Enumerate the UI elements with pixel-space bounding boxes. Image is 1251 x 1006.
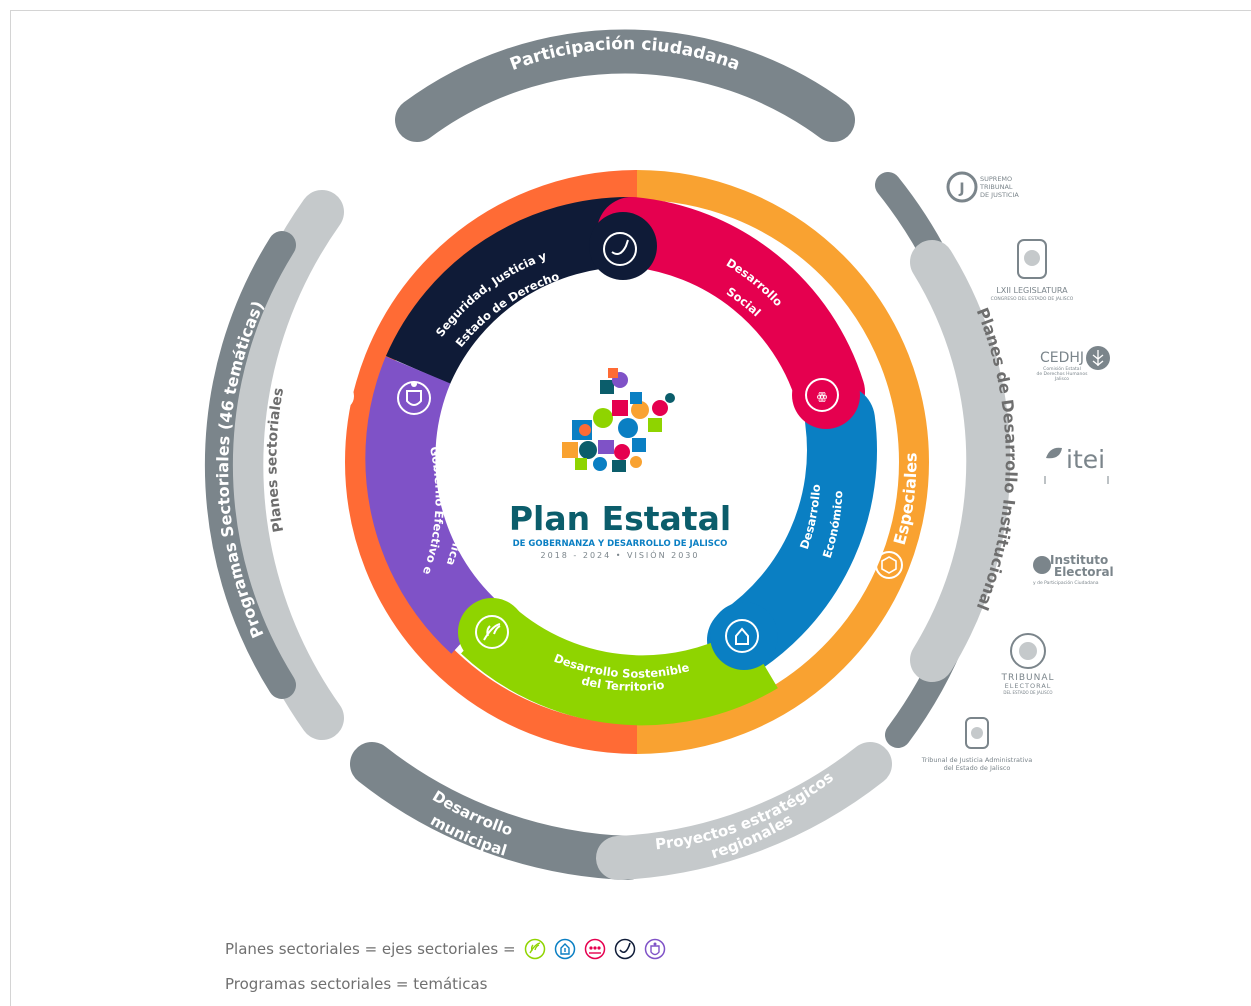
supremo-tribunal-icon bbox=[946, 171, 978, 203]
svg-text:TRIBUNAL: TRIBUNAL bbox=[979, 183, 1013, 191]
svg-text:Tribunal de Justicia Administr: Tribunal de Justicia Administrativa bbox=[921, 756, 1032, 764]
svg-text:ELECTORAL: ELECTORAL bbox=[1005, 682, 1052, 690]
tja-logo: Tribunal de Justicia Administrativa del … bbox=[921, 717, 1032, 772]
territorio-icon bbox=[475, 615, 509, 649]
itei-leaf-icon bbox=[1046, 447, 1062, 459]
tribunal-electoral-logo: TRIBUNAL ELECTORAL DEL ESTADO DE JALISCO bbox=[1000, 633, 1054, 695]
svg-text:J: J bbox=[958, 181, 964, 197]
svg-text:Jalisco: Jalisco bbox=[1054, 376, 1069, 382]
svg-text:TRIBUNAL: TRIBUNAL bbox=[1000, 673, 1054, 683]
plan-estatal-title: Plan Estatal bbox=[509, 499, 731, 538]
svg-text:CONGRESO DEL ESTADO DE JALISCO: CONGRESO DEL ESTADO DE JALISCO bbox=[991, 296, 1074, 302]
social-legend-icon bbox=[584, 938, 605, 960]
label-planes-sectoriales: Planes sectoriales bbox=[264, 386, 287, 533]
gobierno-legend-icon bbox=[644, 938, 665, 960]
legend-text-programas: Programas sectoriales = temáticas bbox=[225, 975, 488, 993]
svg-text:Comisión Estatal: Comisión Estatal bbox=[1043, 365, 1081, 372]
arc-planes-sectoriales bbox=[204, 231, 296, 699]
ring-transversales bbox=[345, 170, 638, 754]
svg-text:Electoral: Electoral bbox=[1054, 565, 1114, 579]
axis-caps: ꙮ ✽ bbox=[326, 212, 903, 670]
svg-text:del Estado de Jalisco: del Estado de Jalisco bbox=[944, 764, 1011, 772]
territorio-legend-icon bbox=[524, 938, 545, 960]
svg-text:✽: ✽ bbox=[334, 389, 346, 405]
cedhj-logo: CEDHJ Comisión Estatal de Derechos Human… bbox=[1037, 346, 1110, 382]
axis-social-arc bbox=[597, 197, 865, 427]
diagram-frame bbox=[10, 10, 1251, 1006]
arc-programas-sectoriales bbox=[219, 190, 344, 740]
arc-planes-institucional-light bbox=[910, 240, 1011, 682]
svg-text:Instituto: Instituto bbox=[1050, 553, 1108, 567]
seguridad-legend-icon bbox=[614, 938, 635, 960]
iepc-logo: Instituto Electoral y de Participación C… bbox=[1033, 553, 1114, 586]
especiales-icon bbox=[875, 551, 903, 579]
legend-line-1: Planes sectoriales = ejes sectoriales = bbox=[225, 938, 666, 960]
institution-logos: J SUPREMO TRIBUNAL DE JUSTICIA LXII LEGI… bbox=[921, 171, 1114, 772]
legend-line-2: Programas sectoriales = temáticas bbox=[225, 975, 487, 993]
plan-estatal-years: 2018 - 2024 • VISIÓN 2030 bbox=[541, 549, 700, 560]
svg-text:ꙮ: ꙮ bbox=[817, 390, 828, 403]
seguridad-icon bbox=[603, 232, 637, 266]
svg-text:DE JUSTICIA: DE JUSTICIA bbox=[980, 191, 1019, 199]
svg-text:y de Participación Ciudadana: y de Participación Ciudadana bbox=[1033, 579, 1099, 586]
svg-text:DEL ESTADO DE JALISCO: DEL ESTADO DE JALISCO bbox=[1003, 690, 1052, 695]
arc-proyectos-estrategicos bbox=[596, 742, 892, 880]
outer-arcs bbox=[204, 29, 1011, 880]
arc-desarrollo-municipal bbox=[350, 742, 650, 880]
plan-estatal-subtitle: DE GOBERNANZA Y DESARROLLO DE JALISCO bbox=[513, 539, 728, 549]
svg-text:SUPREMO: SUPREMO bbox=[980, 175, 1012, 183]
transversales-icon bbox=[326, 382, 354, 410]
legislatura-logo: LXII LEGISLATURA CONGRESO DEL ESTADO DE … bbox=[991, 239, 1074, 302]
ring-especiales bbox=[636, 170, 929, 754]
svg-text:de Derechos Humanos: de Derechos Humanos bbox=[1037, 371, 1089, 377]
legislatura-seal-icon bbox=[1017, 239, 1047, 279]
ring-outer bbox=[345, 170, 929, 754]
economico-icon bbox=[725, 619, 759, 653]
iepc-icon bbox=[1033, 556, 1051, 574]
economico-legend-icon bbox=[554, 938, 575, 960]
itei-logo: itei bbox=[1044, 445, 1109, 484]
social-icon bbox=[805, 378, 839, 412]
axis-gobierno-arc bbox=[365, 356, 500, 654]
tribunal-electoral-seal-icon bbox=[1010, 633, 1046, 669]
tja-seal-icon bbox=[965, 717, 989, 749]
supremo-tribunal-logo: J SUPREMO TRIBUNAL DE JUSTICIA bbox=[946, 171, 1019, 203]
svg-text:itei: itei bbox=[1066, 445, 1105, 474]
arc-participacion bbox=[395, 29, 855, 142]
jalisco-mosaic-logo bbox=[562, 368, 675, 472]
legend-text-ejes: Planes sectoriales = ejes sectoriales = bbox=[225, 940, 516, 958]
svg-text:LXII LEGISLATURA: LXII LEGISLATURA bbox=[996, 286, 1068, 295]
svg-text:CEDHJ: CEDHJ bbox=[1040, 350, 1084, 366]
